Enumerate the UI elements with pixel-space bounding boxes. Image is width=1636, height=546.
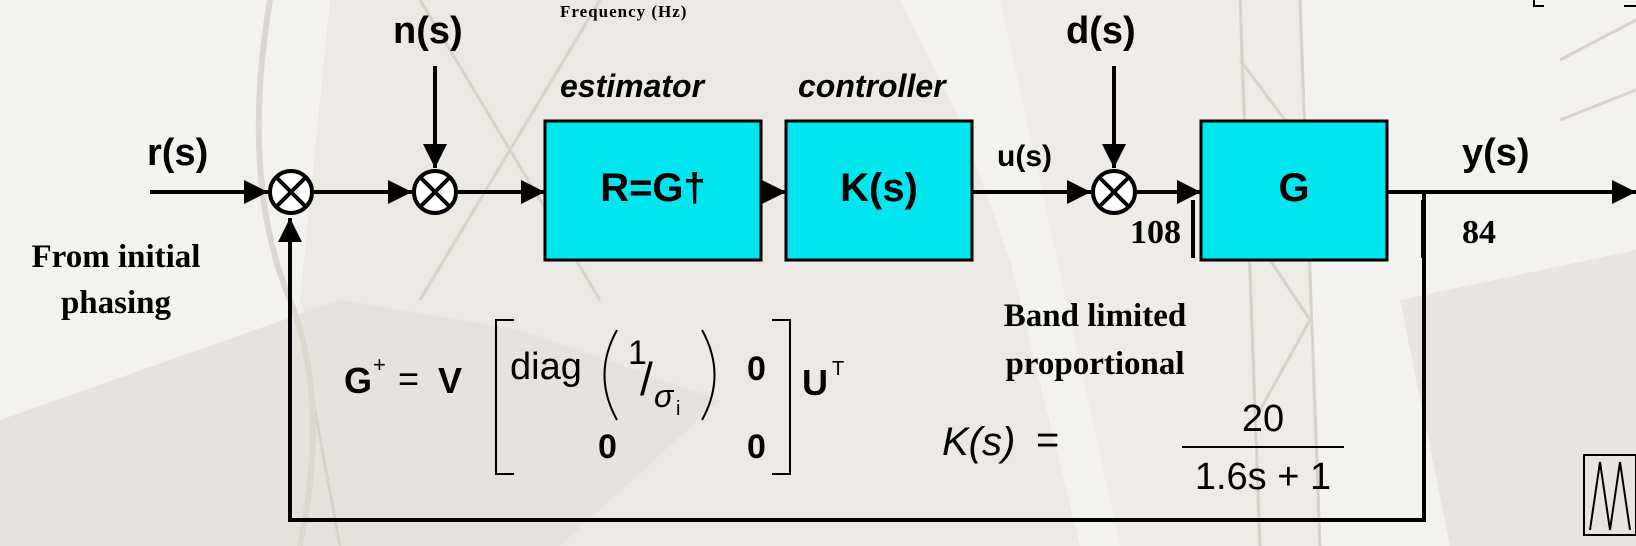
signal-u-label: u(s)	[997, 140, 1052, 173]
frequency-axis-fragment: Frequency (Hz)	[560, 2, 688, 21]
sensor-count: 84	[1462, 214, 1496, 251]
signal-y-label: y(s)	[1462, 132, 1530, 174]
summing-junction-1	[268, 169, 314, 215]
plant-block	[1199, 119, 1389, 262]
estimator-label: R=G†	[600, 166, 706, 210]
initial-phasing-note: From initial phasing	[31, 239, 201, 321]
controller-note: Band limited proportional	[1003, 298, 1187, 382]
edge-feedback-loop	[278, 192, 1426, 522]
signal-d-label: d(s)	[1066, 10, 1136, 52]
actuator-count: 108	[1130, 214, 1181, 251]
summing-junction-2	[412, 169, 458, 215]
logo-icon	[1583, 454, 1636, 536]
summing-junction-3	[1091, 169, 1137, 215]
estimator-title: estimator	[560, 68, 705, 104]
signal-r-label: r(s)	[147, 132, 209, 174]
plant-label: G	[1278, 166, 1310, 210]
controller-block	[784, 119, 974, 262]
signal-n-label: n(s)	[393, 10, 463, 52]
estimator-block	[543, 119, 763, 262]
output-arrowhead	[1612, 180, 1636, 204]
controller-title: controller	[798, 68, 946, 104]
controller-label: K(s)	[840, 166, 918, 210]
